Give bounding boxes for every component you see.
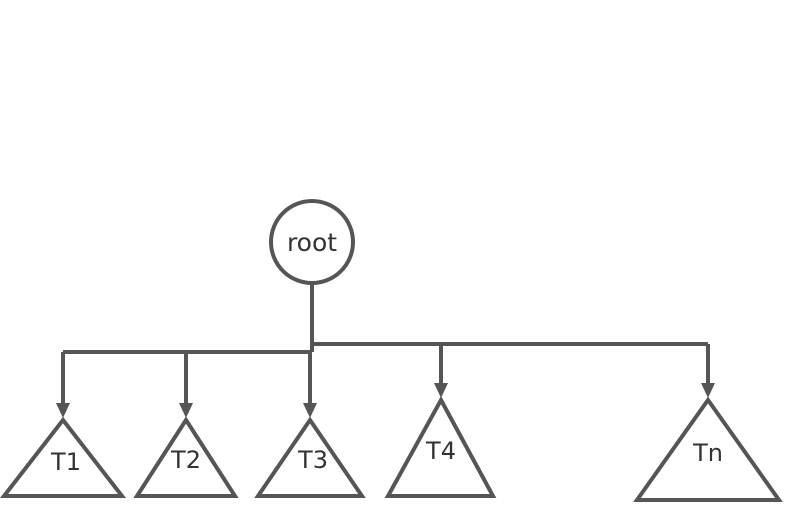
- subtree-t1-triangle: [0, 416, 127, 498]
- subtree-t1-label: T1: [50, 448, 81, 476]
- connectors: [61, 285, 710, 408]
- subtree-t2-label: T2: [170, 446, 201, 474]
- subtree-t4: T4: [384, 395, 497, 498]
- root-node: root: [269, 199, 355, 285]
- subtree-t3-label: T3: [297, 446, 328, 474]
- arrowhead-t3: [303, 403, 317, 418]
- subtree-t2-triangle: [133, 416, 239, 498]
- arrowheads: [56, 383, 715, 418]
- subtree-t3: T3: [254, 416, 366, 498]
- subtree-tn-label: Tn: [692, 439, 723, 467]
- subtree-tn-triangle: [633, 396, 783, 502]
- arrowhead-tn: [701, 383, 715, 398]
- arrowhead-t2: [179, 403, 193, 418]
- subtree-t1: T1: [0, 416, 127, 498]
- arrowhead-t1: [56, 403, 70, 418]
- root-label: root: [287, 228, 337, 257]
- root-circle: [269, 199, 355, 285]
- subtree-t4-label: T4: [425, 437, 456, 465]
- arrowhead-t4: [434, 383, 448, 398]
- subtree-t3-triangle: [254, 416, 366, 498]
- subtree-t2: T2: [133, 416, 239, 498]
- subtree-tn: Tn: [633, 396, 783, 502]
- subtree-t4-triangle: [384, 395, 497, 498]
